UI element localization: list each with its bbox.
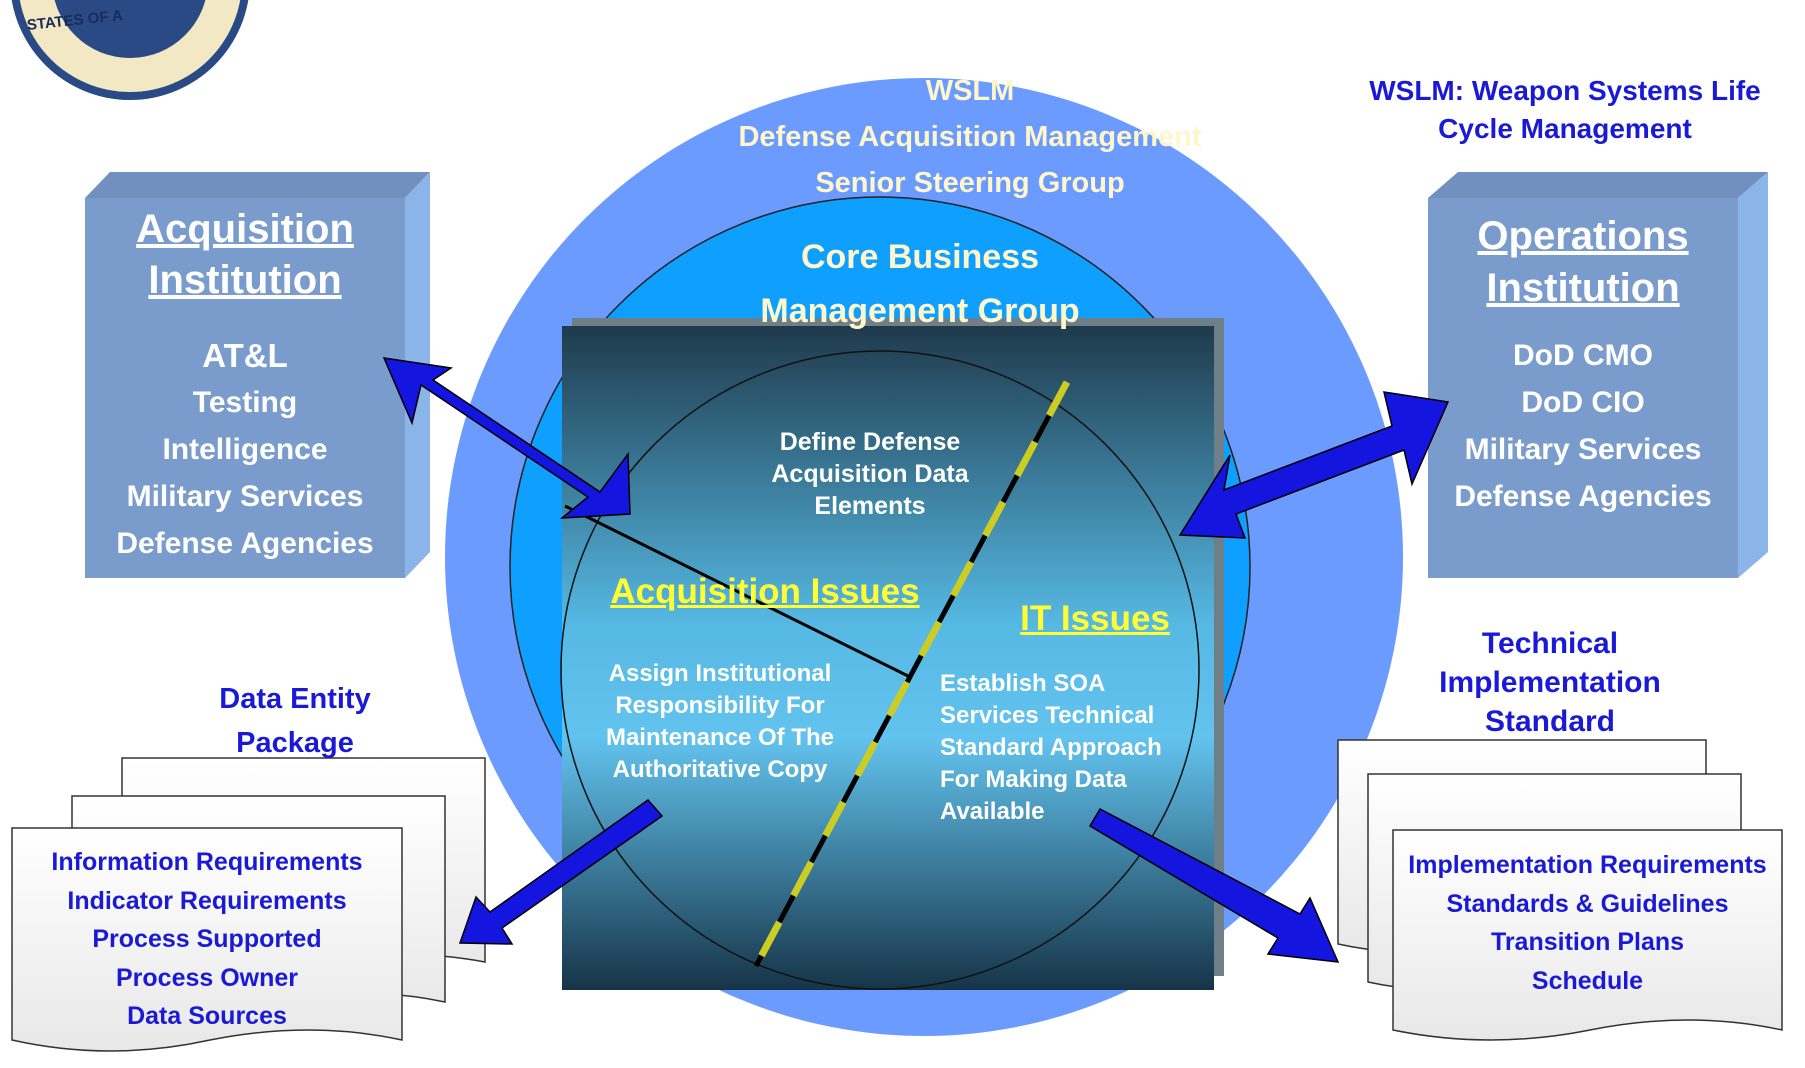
middle-circle-label: Core Business Management Group <box>650 230 1190 338</box>
define-line: Acquisition Data <box>771 460 969 488</box>
technical-standard-title: Technical Implementation Standard <box>1390 624 1710 741</box>
acquisition-item: Intelligence <box>162 433 328 466</box>
wslm-definition: WSLM: Weapon Systems Life Cycle Manageme… <box>1330 72 1800 148</box>
establish-soa-text: Establish SOA Services Technical Standar… <box>940 668 1210 828</box>
technical-standard-documents <box>1337 739 1783 1041</box>
it-issues-heading: IT Issues <box>1020 599 1170 638</box>
assign-responsibility-text: Assign Institutional Responsibility For … <box>580 658 860 786</box>
assign-line: Maintenance Of The <box>605 724 835 751</box>
assign-line: Assign Institutional <box>608 660 832 687</box>
technical-title-line3: Standard <box>1484 705 1616 738</box>
acquisition-institution-list: AT&L Testing Intelligence Military Servi… <box>85 332 405 567</box>
technical-item: Standards & Guidelines <box>1446 889 1729 918</box>
arrows <box>382 357 1450 963</box>
acquisition-item: Defense Agencies <box>116 527 374 560</box>
outer-circle-label: WSLM Defense Acquisition Management Seni… <box>620 68 1320 206</box>
divider-line <box>564 504 909 678</box>
operations-title-line1: Operations <box>1477 214 1689 258</box>
assign-line: Authoritative Copy <box>612 756 828 783</box>
operations-item: Military Services <box>1464 433 1702 466</box>
operations-title-line2: Institution <box>1486 266 1680 310</box>
data-entity-item: Indicator Requirements <box>67 886 347 915</box>
acquisition-title-line2: Institution <box>148 258 342 302</box>
acquisition-item: AT&L <box>202 337 288 374</box>
to-technical-standard-arrow <box>1088 808 1340 963</box>
wslm-definition-line1: WSLM: Weapon Systems Life <box>1369 75 1761 106</box>
operations-item: DoD CMO <box>1513 339 1653 372</box>
operations-item: Defense Agencies <box>1454 480 1712 513</box>
operations-institution-box <box>1428 172 1768 578</box>
operations-double-arrow <box>1178 391 1450 539</box>
middle-circle-line1: Core Business <box>800 238 1040 276</box>
data-entity-item: Process Owner <box>115 963 299 992</box>
technical-item: Schedule <box>1531 966 1644 995</box>
technical-standard-list: Implementation Requirements Standards & … <box>1393 846 1782 1000</box>
middle-circle-line2: Management Group <box>760 292 1080 330</box>
technical-item: Transition Plans <box>1490 928 1685 956</box>
dod-seal-icon <box>11 0 249 100</box>
acquisition-double-arrow <box>382 357 631 519</box>
acquisition-item: Military Services <box>126 480 364 513</box>
establish-line: Establish SOA <box>940 670 1106 697</box>
establish-line: Services Technical <box>940 702 1155 729</box>
acquisition-title-line1: Acquisition <box>136 207 354 251</box>
establish-line: Available <box>940 798 1045 825</box>
data-entity-package-title: Data Entity Package <box>170 677 420 765</box>
data-entity-item: Information Requirements <box>51 848 363 876</box>
inner-circle <box>560 350 1200 990</box>
wslm-definition-line2: Cycle Management <box>1438 113 1692 144</box>
acquisition-institution-box <box>85 172 430 578</box>
outer-circle-line2: Defense Acquisition Management <box>738 121 1202 153</box>
define-line: Define Defense <box>779 428 961 456</box>
operations-institution-list: DoD CMO DoD CIO Military Services Defens… <box>1428 332 1738 520</box>
data-entity-item: Data Sources <box>127 1002 287 1030</box>
establish-line: Standard Approach <box>940 734 1162 761</box>
define-data-elements: Define Defense Acquisition Data Elements <box>720 426 1020 522</box>
dashed-divider-line <box>752 380 1071 968</box>
define-line: Elements <box>814 492 926 520</box>
data-entity-package-list: Information Requirements Indicator Requi… <box>12 843 402 1036</box>
outer-circle-line3: Senior Steering Group <box>815 167 1125 199</box>
data-entity-item: Process Supported <box>92 925 322 953</box>
data-entity-title-line1: Data Entity <box>219 683 371 715</box>
acquisition-institution-title: Acquisition Institution <box>85 204 405 306</box>
establish-line: For Making Data <box>940 766 1127 793</box>
operations-institution-title: Operations Institution <box>1428 210 1738 314</box>
technical-title-line1: Technical <box>1481 627 1619 660</box>
acquisition-issues-heading: Acquisition Issues <box>610 572 920 611</box>
center-square <box>562 326 1214 990</box>
technical-title-line2: Implementation <box>1439 666 1661 699</box>
to-data-package-arrow <box>458 798 664 945</box>
operations-item: DoD CIO <box>1521 386 1645 419</box>
technical-item: Implementation Requirements <box>1408 851 1767 879</box>
outer-circle-line1: WSLM <box>925 75 1015 107</box>
acquisition-item: Testing <box>192 386 298 419</box>
assign-line: Responsibility For <box>615 692 825 719</box>
data-entity-package-documents <box>11 757 486 1052</box>
data-entity-title-line2: Package <box>236 727 354 759</box>
